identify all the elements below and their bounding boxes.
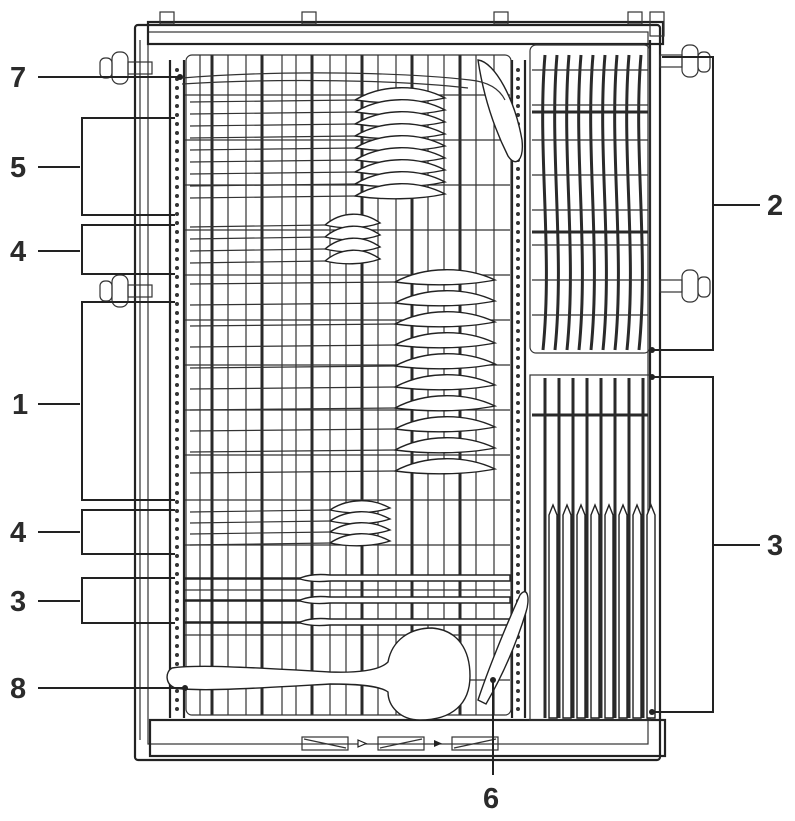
callout-8: 8: [10, 673, 26, 705]
callout-6: 6: [483, 783, 499, 815]
wire-grid: [185, 54, 512, 716]
utensil-heads: [189, 87, 498, 547]
rail-holes: [175, 68, 520, 711]
callout-3-right: 3: [767, 530, 783, 562]
leader-lines: [38, 56, 760, 775]
long-knives: [184, 573, 511, 627]
roller-left-top: [99, 51, 153, 85]
callout-2: 2: [767, 190, 783, 222]
callout-3-left: 3: [10, 586, 26, 618]
arrow-right-icon: [357, 739, 368, 748]
diagonal-knife: [181, 59, 524, 163]
direction-indicator: [301, 736, 499, 751]
ladle: [166, 627, 471, 721]
callout-5: 5: [10, 152, 26, 184]
arrow-right-icon: [434, 740, 442, 747]
callout-1: 1: [12, 389, 28, 421]
callout-4-top: 4: [10, 236, 26, 268]
callout-7: 7: [10, 62, 26, 94]
roller-right-mid: [659, 269, 711, 303]
roller-right-top: [659, 44, 711, 78]
spatula: [477, 591, 529, 705]
callout-4-bottom: 4: [10, 517, 26, 549]
right-upper-rack: [529, 44, 651, 354]
right-lower-rack: [529, 374, 656, 721]
